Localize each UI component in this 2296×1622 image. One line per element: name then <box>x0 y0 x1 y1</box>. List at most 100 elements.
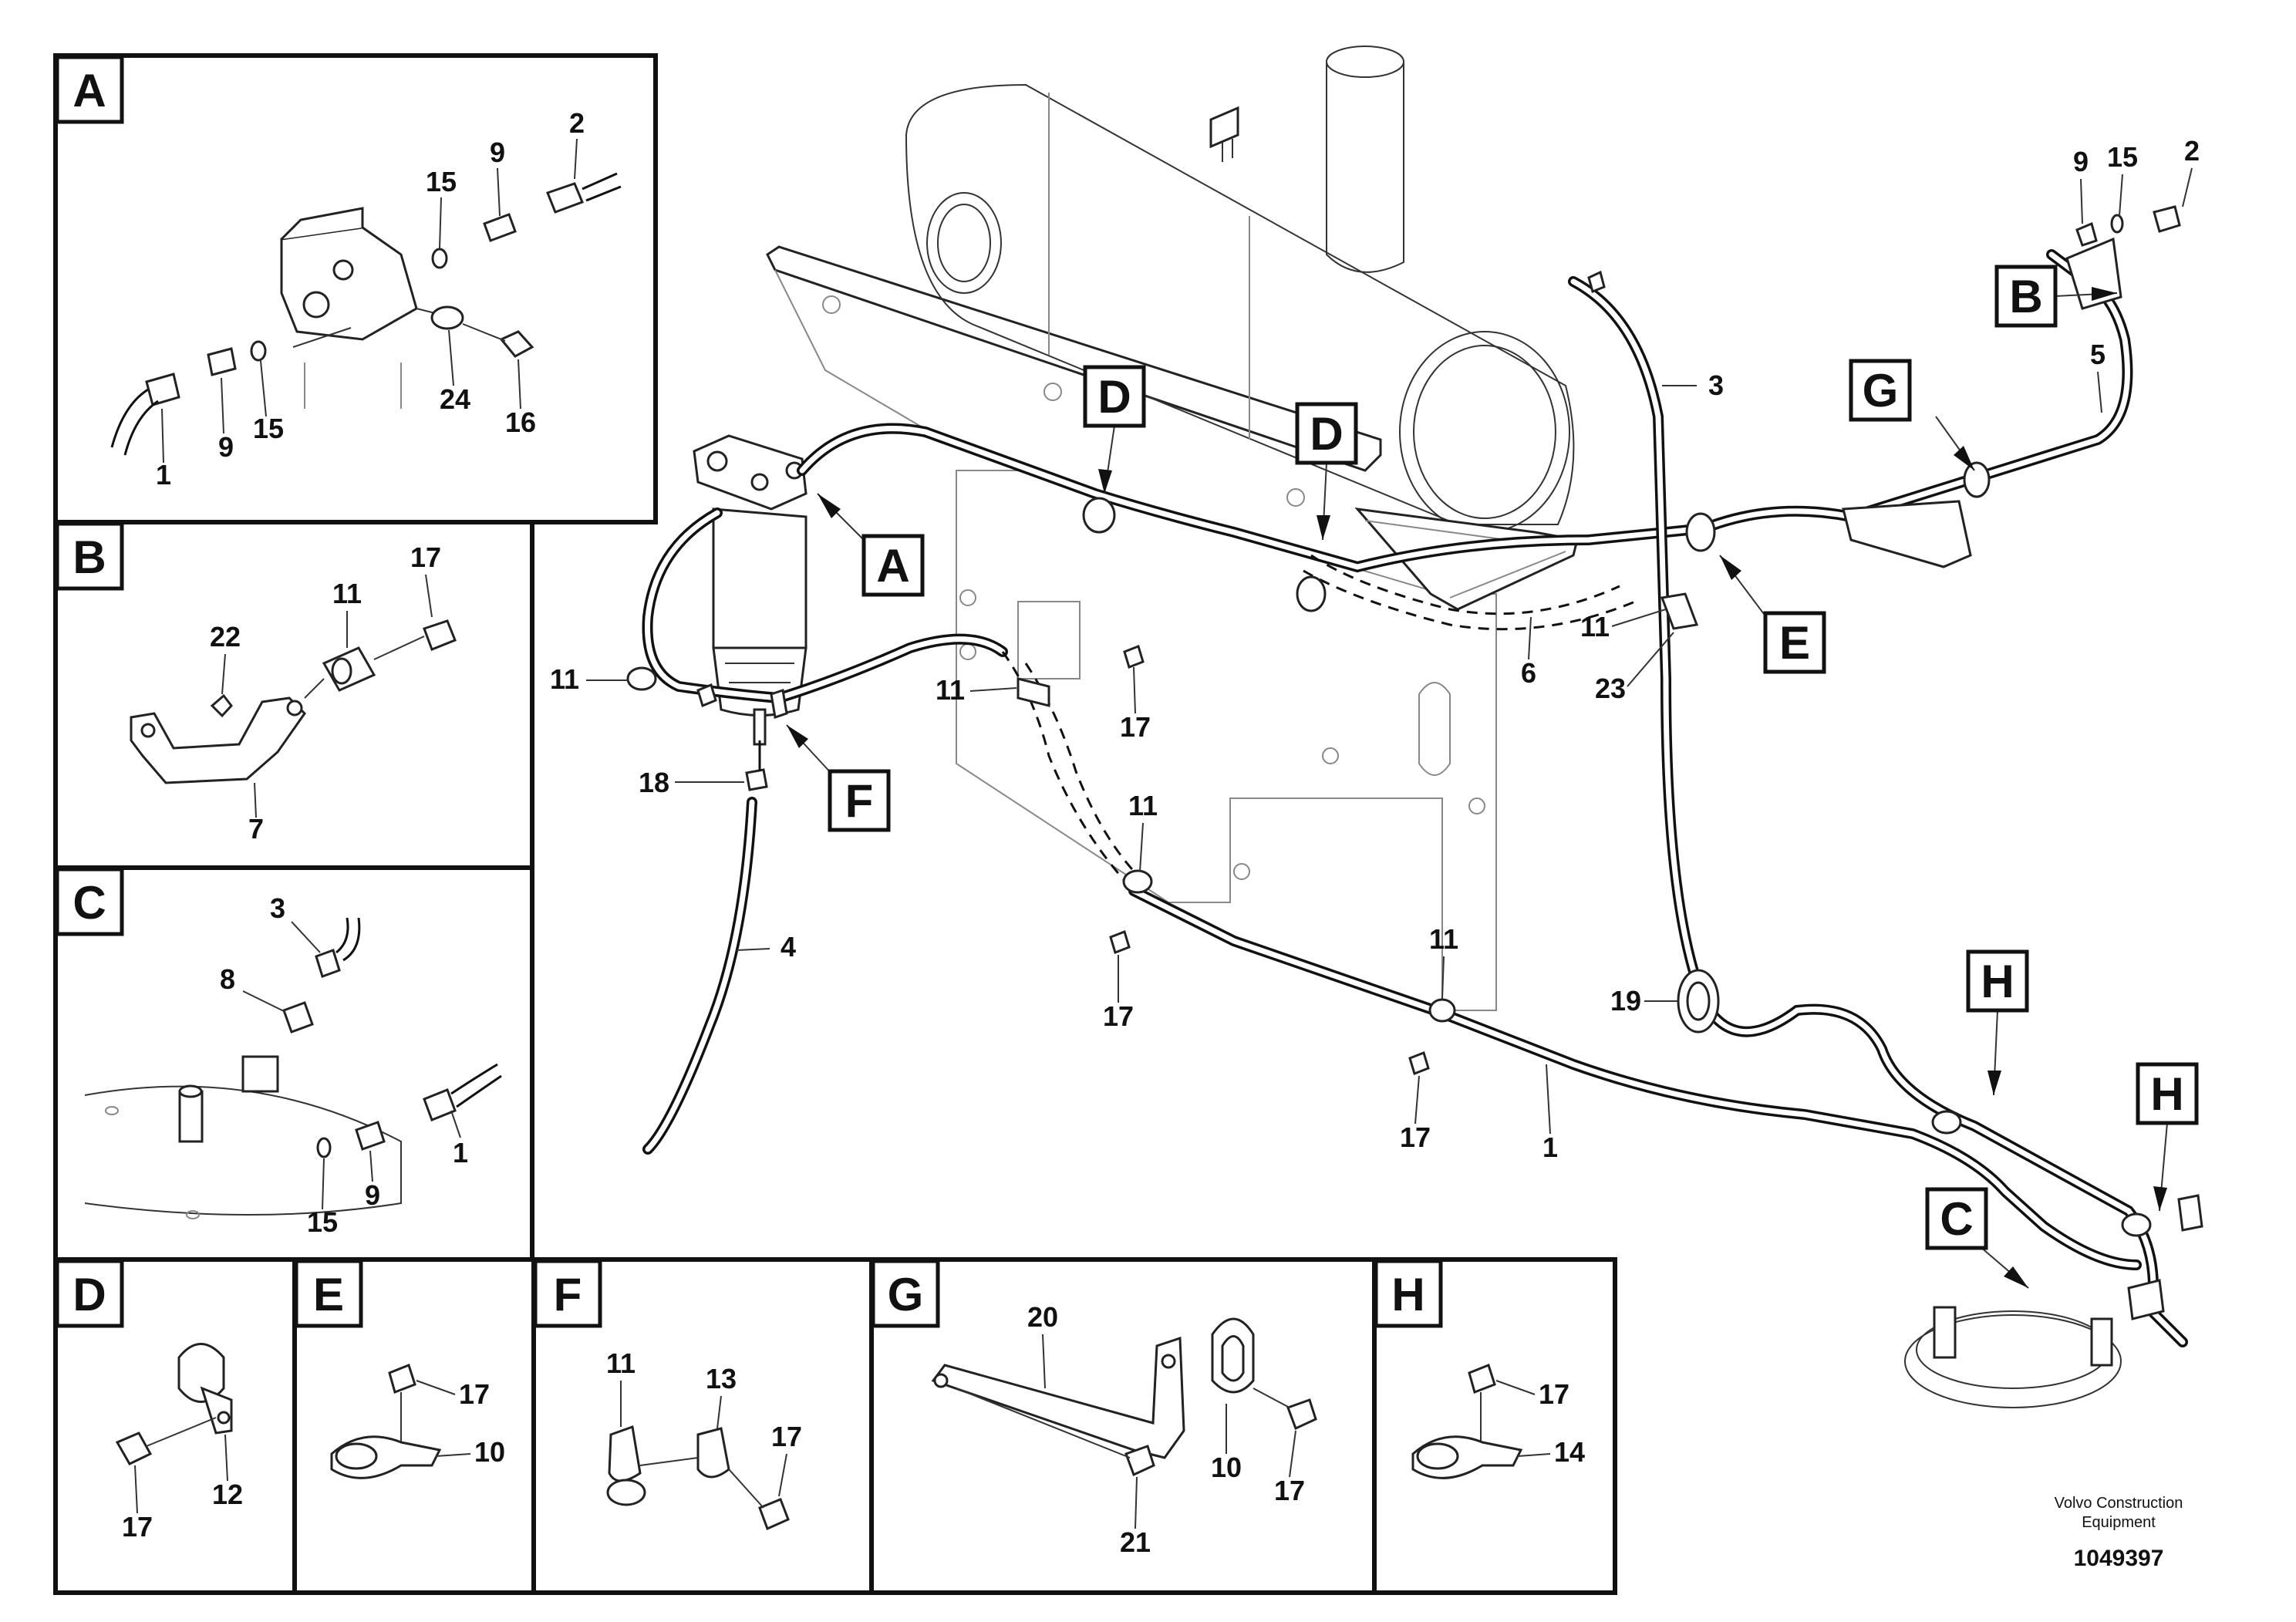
svg-text:6: 6 <box>1521 657 1536 689</box>
filter-head-body <box>280 226 418 341</box>
pipe-nut-2-icon <box>2153 205 2181 233</box>
pipe-nut-icon <box>315 949 341 978</box>
svg-text:17: 17 <box>1539 1378 1569 1410</box>
bolt-icon <box>1468 1364 1496 1394</box>
svg-text:2: 2 <box>569 107 585 139</box>
svg-text:11: 11 <box>332 578 362 609</box>
svg-text:C: C <box>72 877 106 929</box>
detail-letter-b: B <box>55 521 124 591</box>
bolt-17-d <box>696 683 717 708</box>
svg-text:13: 13 <box>706 1363 737 1394</box>
tag-h-1: H <box>1966 949 2029 1096</box>
svg-text:16: 16 <box>505 406 536 438</box>
svg-text:H: H <box>1981 956 2014 1007</box>
filter-head-port-2 <box>332 259 354 281</box>
tag-f: F <box>786 724 891 832</box>
pipe-end-icon <box>335 917 361 962</box>
detail-e-drawing <box>330 1364 442 1479</box>
pipe-stub-icon <box>178 1090 204 1143</box>
svg-text:1: 1 <box>156 459 171 491</box>
publisher-line-2: Equipment <box>2082 1514 2156 1531</box>
bolt-icon <box>115 1431 153 1465</box>
detail-a-callouts: 2 9 15 1 9 15 24 16 <box>156 107 585 491</box>
tank-plate-icon <box>84 1085 402 1216</box>
svg-text:1: 1 <box>453 1137 468 1168</box>
bracket-icon <box>130 696 306 784</box>
svg-text:10: 10 <box>1211 1452 1242 1483</box>
water-separator-bowl-icon <box>712 646 807 717</box>
detail-frame-b <box>53 520 534 870</box>
pipe-nut-icon-2 <box>423 1088 457 1121</box>
svg-text:C: C <box>1940 1193 1973 1245</box>
svg-text:B: B <box>72 531 106 583</box>
clamp-d-1 <box>1082 497 1116 534</box>
fitting-icon <box>483 213 517 242</box>
bolt-icon <box>499 330 534 358</box>
detail-f-drawing <box>606 1425 790 1531</box>
svg-text:15: 15 <box>2107 141 2138 173</box>
drain-valve-icon <box>753 708 767 746</box>
tag-g: G <box>1849 359 1975 471</box>
pipe-end-icon-2 <box>450 1063 502 1108</box>
svg-text:G: G <box>1863 365 1899 416</box>
svg-text:F: F <box>845 775 874 827</box>
bolt-icon <box>758 1498 790 1531</box>
pipe-end-icon <box>582 172 622 202</box>
drawing-number: 1049397 <box>2074 1546 2164 1571</box>
svg-text:17: 17 <box>771 1421 802 1452</box>
plate-slot-icon <box>1418 682 1451 776</box>
detail-g-drawing <box>931 1317 1317 1477</box>
filter-head-flange <box>280 207 364 241</box>
detail-d-drawing <box>115 1343 233 1465</box>
o-ring-15-icon <box>2110 214 2124 234</box>
clamp-h-1 <box>1931 1110 1962 1135</box>
svg-text:17: 17 <box>459 1378 490 1410</box>
filter-head-port <box>302 291 330 319</box>
tray-icon <box>1354 508 1579 611</box>
tank-fitting-icon <box>2177 1194 2203 1232</box>
svg-text:A: A <box>876 540 909 592</box>
svg-text:F: F <box>554 1269 582 1320</box>
tag-d-1: D <box>1083 365 1146 494</box>
o-ring-icon <box>431 248 448 269</box>
bolt-17-b <box>1109 930 1131 954</box>
publisher-line-1: Volvo Construction <box>2055 1495 2183 1512</box>
svg-text:23: 23 <box>1595 673 1626 704</box>
bolt-17-c <box>1408 1051 1430 1075</box>
svg-text:A: A <box>72 65 106 116</box>
tag-b: B <box>1994 265 2118 328</box>
clamp-h-2 <box>2121 1212 2152 1237</box>
p-clip-icon <box>608 1425 642 1482</box>
fitting-icon <box>355 1121 386 1151</box>
svg-text:14: 14 <box>1554 1436 1585 1468</box>
svg-text:10: 10 <box>474 1436 505 1468</box>
svg-text:H: H <box>1391 1269 1424 1320</box>
detail-frames <box>53 53 1617 1595</box>
tank-pipe-stub-icon-2 <box>2090 1317 2113 1367</box>
svg-text:17: 17 <box>1120 711 1151 743</box>
muffler-body-icon <box>905 83 1575 525</box>
bolt-icon <box>1286 1398 1317 1431</box>
svg-text:9: 9 <box>490 137 505 168</box>
muffler-end-icon <box>1399 331 1570 533</box>
svg-text:E: E <box>1779 617 1810 669</box>
detail-d-callouts: 17 12 <box>122 1434 243 1543</box>
pipe-4 <box>642 797 757 1155</box>
main-tag-boxes: A B C D D E <box>786 265 2199 1289</box>
svg-text:D: D <box>72 1269 106 1320</box>
clamp-11-right <box>1428 998 1456 1023</box>
detail-c-callouts: 3 8 1 15 9 <box>220 892 468 1238</box>
clamp-11-f <box>1017 677 1050 707</box>
clamp-e <box>1685 512 1716 552</box>
detail-frame-c <box>53 865 534 1262</box>
svg-text:G: G <box>888 1269 924 1320</box>
main-assembly-drawing <box>626 46 2203 1408</box>
detail-a-drawing <box>110 172 622 456</box>
o-ring-icon <box>316 1137 332 1158</box>
bolt-icon-2 <box>1124 1445 1155 1477</box>
svg-text:9: 9 <box>365 1179 380 1211</box>
svg-text:11: 11 <box>550 663 579 695</box>
tank-sender-plate-icon <box>1904 1314 2122 1408</box>
detail-letter-f: F <box>533 1259 602 1328</box>
svg-text:19: 19 <box>1610 985 1641 1017</box>
